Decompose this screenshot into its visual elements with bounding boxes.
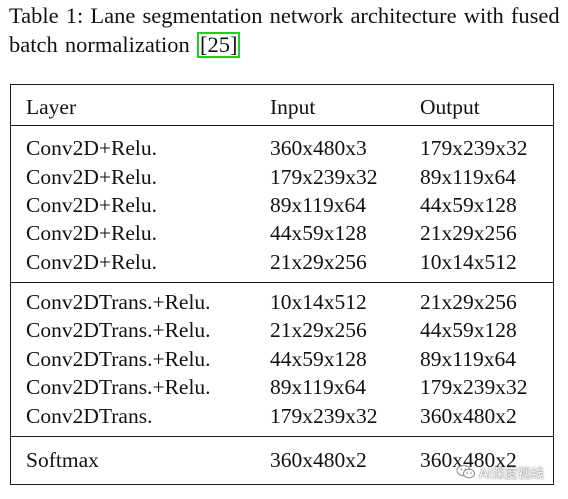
cell-layer: Conv2DTrans. xyxy=(26,404,153,428)
cell-layer: Conv2D+Relu. xyxy=(26,136,157,160)
table-row: Conv2D+Relu. 179x239x32 89x119x64 xyxy=(0,163,568,191)
table-row: Softmax 360x480x2 360x480x2 xyxy=(0,446,568,474)
table-row: Conv2DTrans.+Relu. 44x59x128 89x119x64 xyxy=(0,345,568,373)
cell-output: 21x29x256 xyxy=(420,221,517,245)
cell-layer: Conv2D+Relu. xyxy=(26,250,157,274)
cell-layer: Conv2D+Relu. xyxy=(26,165,157,189)
table-caption: Table 1: Lane segmentation network archi… xyxy=(9,1,561,59)
citation-link[interactable]: [25] xyxy=(196,32,241,58)
header-layer: Layer xyxy=(26,95,77,119)
cell-layer: Conv2DTrans.+Relu. xyxy=(26,318,211,342)
table-row: Conv2DTrans. 179x239x32 360x480x2 xyxy=(0,402,568,430)
cell-layer: Conv2DTrans.+Relu. xyxy=(26,290,211,314)
cell-input: 44x59x128 xyxy=(270,347,367,371)
table-label: Table 1: xyxy=(9,3,84,28)
cell-output: 360x480x2 xyxy=(420,404,517,428)
cell-layer: Conv2D+Relu. xyxy=(26,193,157,217)
cell-layer: Conv2D+Relu. xyxy=(26,221,157,245)
cell-input: 89x119x64 xyxy=(270,193,366,217)
table-header-row: Layer Input Output xyxy=(0,93,568,121)
citation-number: 25 xyxy=(207,32,230,57)
header-input: Input xyxy=(270,95,316,119)
cell-layer: Conv2DTrans.+Relu. xyxy=(26,375,211,399)
cell-output: 89x119x64 xyxy=(420,165,516,189)
watermark: AI深度视线 xyxy=(456,461,544,483)
caption-text: Lane segmentation network architecture w… xyxy=(9,3,560,57)
cell-output: 89x119x64 xyxy=(420,347,516,371)
cell-input: 179x239x32 xyxy=(270,404,378,428)
header-output: Output xyxy=(420,95,480,119)
cell-input: 21x29x256 xyxy=(270,318,367,342)
cell-output: 21x29x256 xyxy=(420,290,517,314)
table-row: Conv2DTrans.+Relu. 21x29x256 44x59x128 xyxy=(0,316,568,344)
cell-output: 44x59x128 xyxy=(420,318,517,342)
cell-input: 10x14x512 xyxy=(270,290,367,314)
cell-output: 10x14x512 xyxy=(420,250,517,274)
cell-layer: Softmax xyxy=(26,448,99,472)
architecture-table xyxy=(10,84,554,485)
cell-input: 21x29x256 xyxy=(270,250,367,274)
group-rule-2 xyxy=(10,436,554,437)
table-row: Conv2D+Relu. 360x480x3 179x239x32 xyxy=(0,134,568,162)
cell-input: 89x119x64 xyxy=(270,375,366,399)
wechat-icon xyxy=(456,464,476,480)
cell-output: 179x239x32 xyxy=(420,136,528,160)
table-row: Conv2DTrans.+Relu. 89x119x64 179x239x32 xyxy=(0,373,568,401)
cell-layer: Conv2DTrans.+Relu. xyxy=(26,347,211,371)
table-row: Conv2D+Relu. 21x29x256 10x14x512 xyxy=(0,248,568,276)
cell-input: 44x59x128 xyxy=(270,221,367,245)
cell-output: 179x239x32 xyxy=(420,375,528,399)
cell-input: 179x239x32 xyxy=(270,165,378,189)
table-row: Conv2D+Relu. 89x119x64 44x59x128 xyxy=(0,191,568,219)
cell-output: 44x59x128 xyxy=(420,193,517,217)
table-row: Conv2DTrans.+Relu. 10x14x512 21x29x256 xyxy=(0,288,568,316)
cell-input: 360x480x2 xyxy=(270,448,367,472)
cell-input: 360x480x3 xyxy=(270,136,367,160)
header-rule xyxy=(10,125,554,126)
watermark-text: AI深度视线 xyxy=(479,466,544,482)
group-rule-1 xyxy=(10,282,554,283)
table-row: Conv2D+Relu. 44x59x128 21x29x256 xyxy=(0,219,568,247)
